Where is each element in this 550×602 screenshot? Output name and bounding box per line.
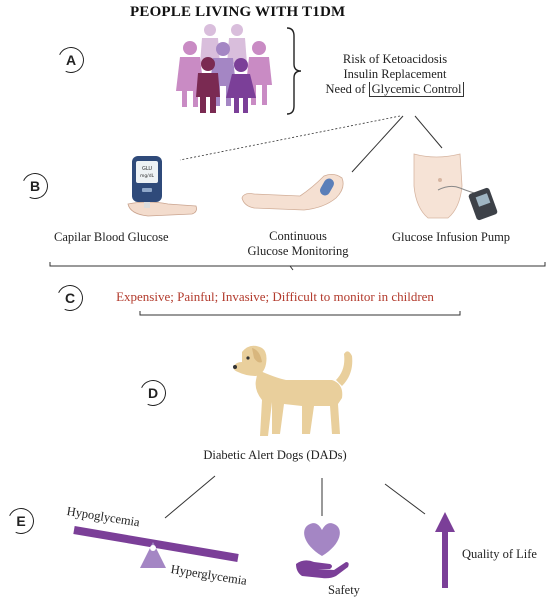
glucometer-screen-line2: mg/dL: [140, 173, 155, 179]
heart-hand-icon: [296, 523, 349, 579]
pump-caption: Glucose Infusion Pump: [392, 230, 511, 244]
safety-label: Safety: [328, 583, 360, 597]
cgm-arm-icon: [241, 174, 344, 211]
glucometer-icon: GLU mg/dL: [127, 156, 197, 217]
quality-of-life-label: Quality of Life: [462, 547, 537, 561]
glucometer-screen-line1: GLU: [142, 166, 152, 172]
group-brace: [286, 27, 302, 115]
dad-caption: Diabetic Alert Dogs (DADs): [203, 448, 347, 462]
risk-glycemic: Need of Glycemic Control: [325, 82, 465, 97]
seesaw-icon: [73, 526, 239, 568]
risk-list: Risk of Ketoacidosis Insulin Replacement…: [325, 52, 465, 97]
drawbacks-text: Expensive; Painful; Invasive; Difficult …: [116, 289, 434, 304]
risk-ketoacidosis: Risk of Ketoacidosis: [342, 52, 448, 66]
people-group-illustration: [176, 24, 272, 113]
dog-icon: [233, 345, 353, 436]
risk-insulin: Insulin Replacement: [343, 67, 447, 81]
capillary-caption: Capilar Blood Glucose: [54, 230, 169, 244]
glycemic-control-highlight: Glycemic Control: [368, 82, 465, 97]
arrow-up-icon: [435, 512, 455, 588]
insulin-pump-icon: [413, 153, 498, 221]
page-title: PEOPLE LIVING WITH T1DM: [130, 4, 346, 20]
cgm-caption: Continuous Glucose Monitoring: [247, 229, 349, 258]
